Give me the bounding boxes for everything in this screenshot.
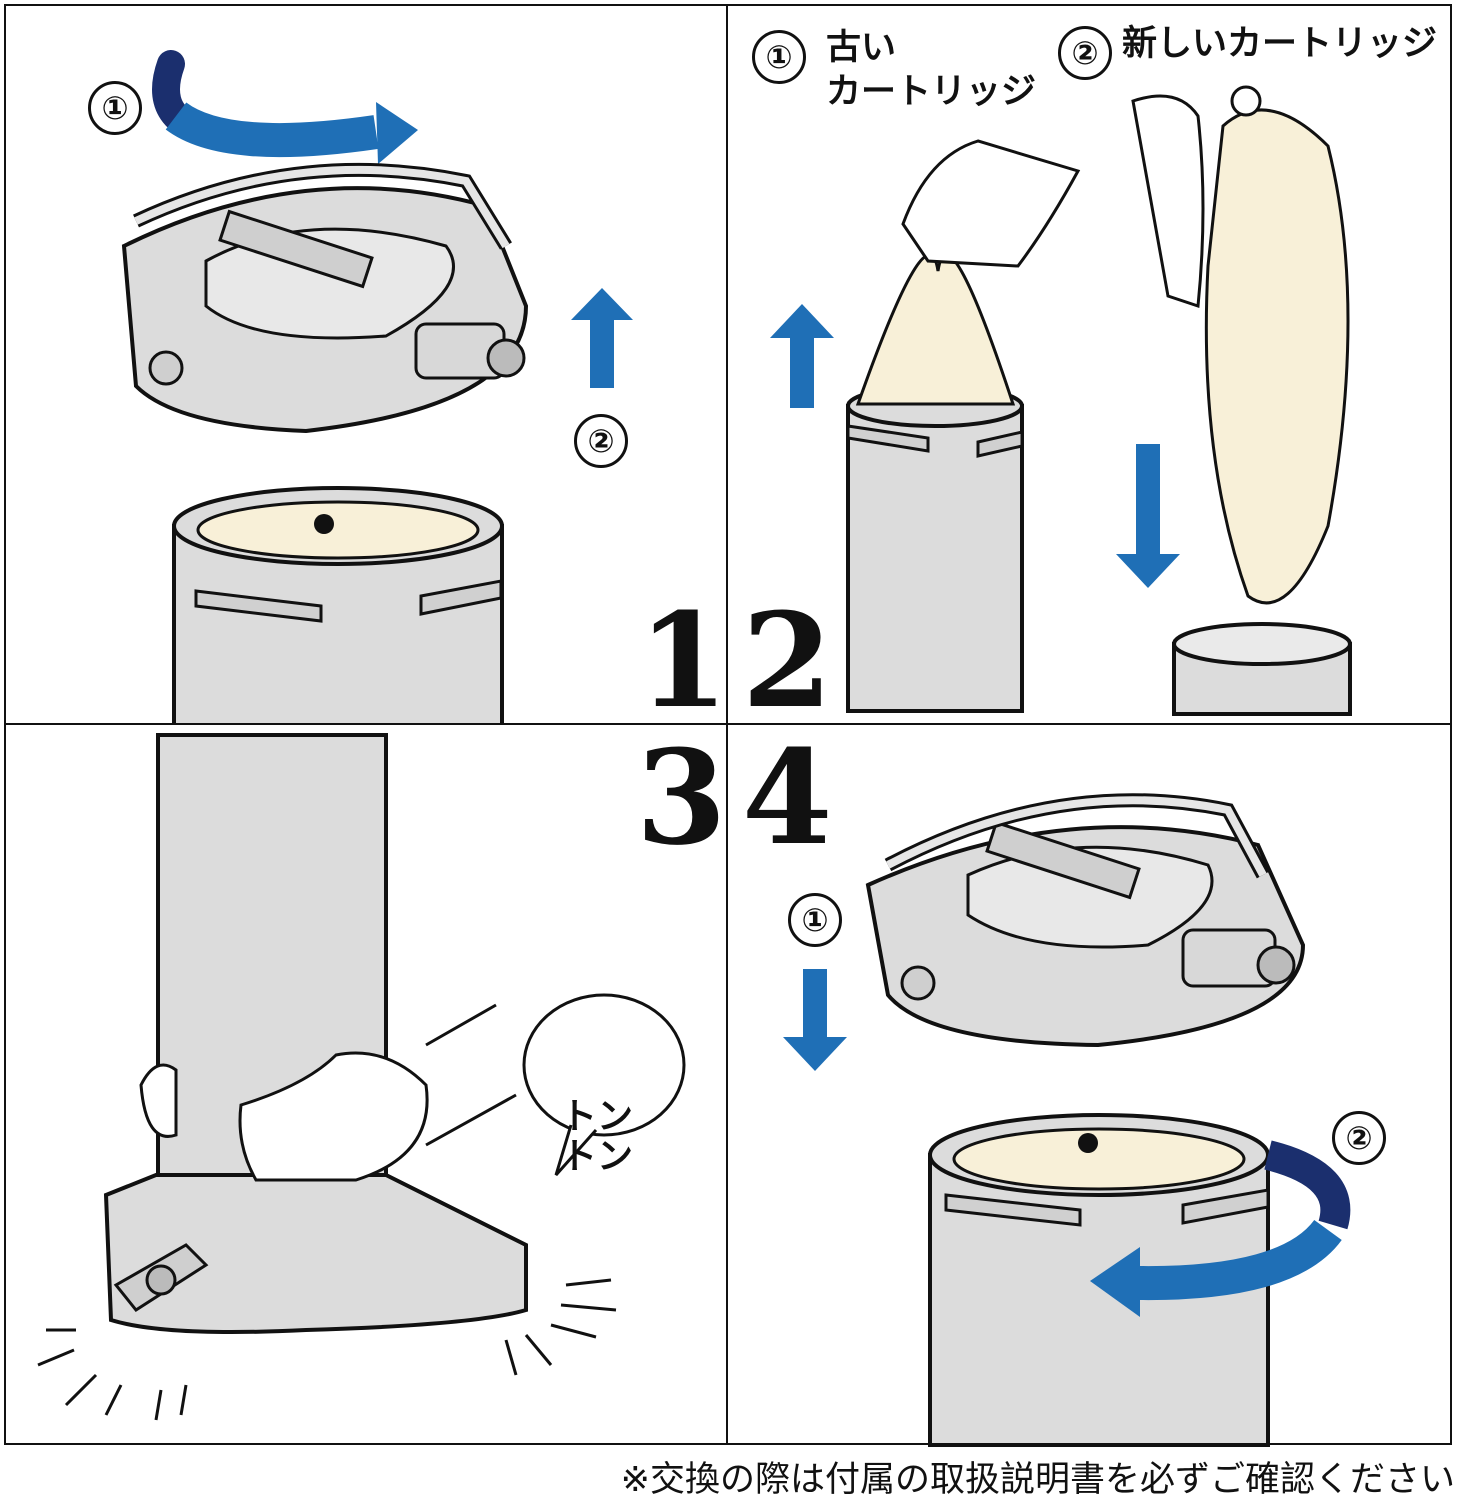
tap-settle-illustration — [37, 733, 686, 1421]
down-arrow — [803, 969, 827, 1039]
step2-marker-1: ① — [752, 30, 806, 84]
step-3-number: 3 — [636, 721, 727, 874]
hand-left — [901, 139, 1081, 268]
step1-marker-2: ② — [574, 414, 628, 468]
up-arrow — [790, 336, 814, 408]
step-4-number: 4 — [742, 721, 833, 874]
step-4-panel: ① ② 4 — [726, 721, 1452, 1447]
rotate-arrow-head — [376, 102, 418, 164]
step-3-panel: トン トン 3 — [4, 723, 728, 1445]
lid-handle — [985, 820, 1141, 900]
lid-removal-illustration — [121, 50, 633, 727]
down-arrow — [1136, 444, 1160, 556]
step-1-panel: ① ② 1 — [4, 4, 729, 737]
step-1-number: 1 — [638, 584, 729, 737]
lid-handle — [218, 209, 374, 289]
up-arrow — [590, 316, 614, 388]
speech-bubble — [522, 993, 686, 1137]
cartridge-top — [196, 500, 480, 560]
rotate-arrow-head — [1090, 1247, 1140, 1317]
hand-right — [1131, 94, 1205, 309]
rotate-arrow-back — [1264, 1140, 1351, 1230]
old-cartridge-label: 古い カートリッジ — [826, 28, 1037, 112]
footer-note: ※交換の際は付属の取扱説明書を必ずご確認ください — [620, 1460, 1455, 1500]
step2-marker-2: ② — [1058, 26, 1112, 80]
new-cartridge — [1204, 108, 1350, 605]
step4-marker-2: ② — [1332, 1111, 1386, 1165]
tap-sound-text: トン トン — [561, 1096, 634, 1177]
stand-base — [103, 1173, 528, 1335]
cartridge-swap-illustration — [770, 85, 1352, 716]
step4-marker-1: ① — [788, 893, 842, 947]
cartridge-top — [952, 1127, 1246, 1191]
hand-back — [139, 1063, 178, 1138]
new-cartridge-label: 新しいカートリッジ — [1122, 24, 1438, 64]
step-2-panel: ① 古い カートリッジ ② 新しいカートリッジ 2 — [726, 4, 1452, 737]
step1-marker-1: ① — [88, 81, 142, 135]
lid-install-illustration — [783, 793, 1351, 1447]
impact-lines — [37, 1278, 617, 1421]
step-2-number: 2 — [742, 584, 833, 737]
hand-front — [238, 1051, 429, 1182]
old-cartridge — [855, 253, 1016, 406]
